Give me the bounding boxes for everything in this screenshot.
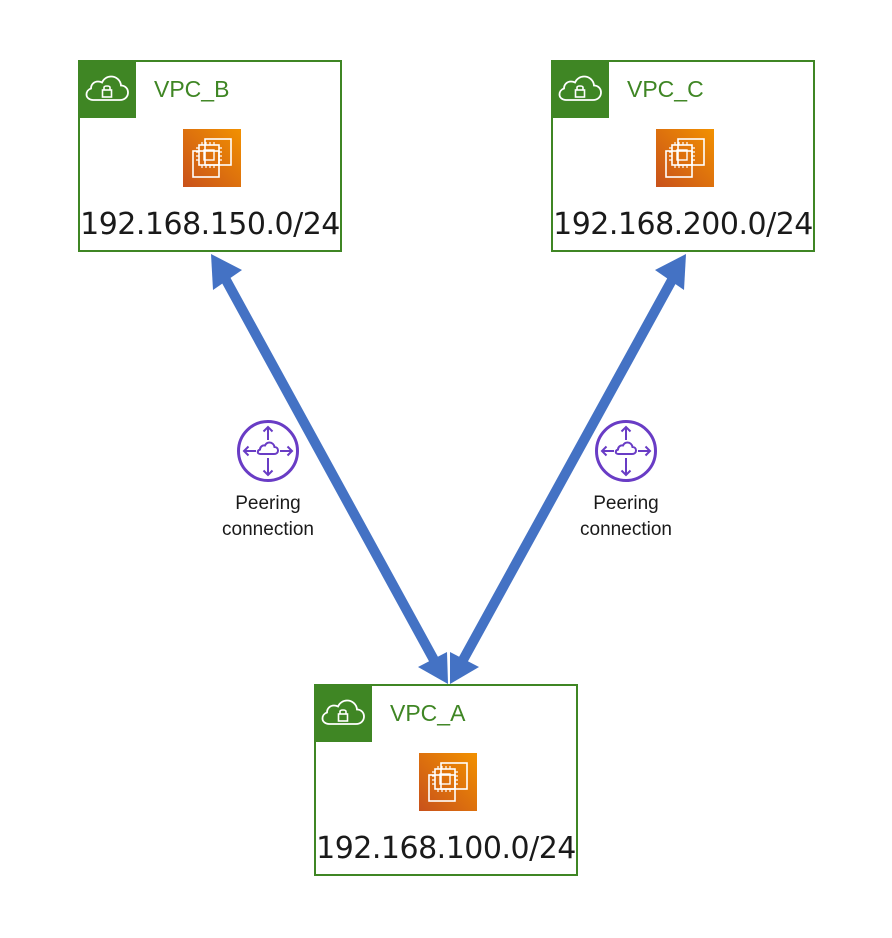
vpc-box-a: VPC_A 192.168.100.0/24 <box>314 684 578 876</box>
arrowhead-vpc-b <box>211 254 242 290</box>
peering-label-line1: Peering <box>593 493 659 514</box>
peering-label-line1: Peering <box>235 493 301 514</box>
peering-label: Peering connection <box>561 491 691 543</box>
peering-label: Peering connection <box>203 491 333 543</box>
peering-label-line2: connection <box>222 519 314 540</box>
ec2-instance-icon <box>656 129 714 187</box>
vpc-cidr: 192.168.200.0/24 <box>553 207 813 242</box>
arrow-vpc-a-to-vpc-c <box>450 254 686 684</box>
vpc-cloud-lock-icon <box>314 684 372 742</box>
arrowhead-vpc-c <box>655 254 686 290</box>
ec2-instance-icon <box>183 129 241 187</box>
vpc-cidr: 192.168.150.0/24 <box>80 207 340 242</box>
peering-connection-left: Peering connection <box>203 419 333 543</box>
vpc-cloud-lock-icon <box>551 60 609 118</box>
vpc-name: VPC_A <box>390 700 466 726</box>
vpc-box-c: VPC_C 192.168.200.0/24 <box>551 60 815 252</box>
peering-connection-icon <box>595 420 657 482</box>
peering-label-line2: connection <box>580 519 672 540</box>
arrowhead-vpc-a-left <box>418 652 448 684</box>
peering-connection-right: Peering connection <box>561 419 691 543</box>
ec2-instance-icon <box>419 753 477 811</box>
vpc-name: VPC_B <box>154 76 230 102</box>
vpc-name: VPC_C <box>627 76 704 102</box>
vpc-box-b: VPC_B 192.168.150.0/24 <box>78 60 342 252</box>
arrow-vpc-a-to-vpc-b <box>211 254 448 684</box>
vpc-cidr: 192.168.100.0/24 <box>316 831 576 866</box>
peering-connection-icon <box>237 420 299 482</box>
vpc-cloud-lock-icon <box>78 60 136 118</box>
arrowhead-vpc-a-right <box>450 652 479 684</box>
